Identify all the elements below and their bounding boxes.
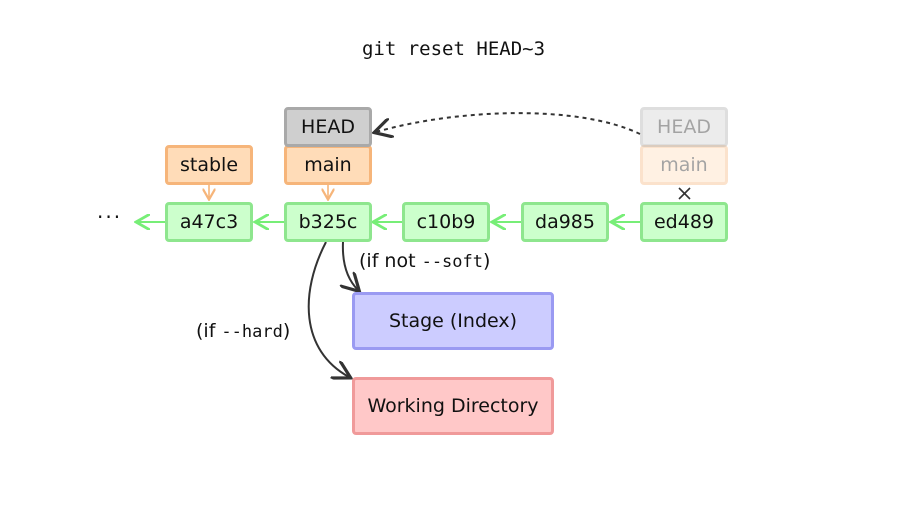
head-move-arrow bbox=[376, 112, 641, 134]
detached-cross-icon bbox=[678, 187, 691, 200]
to-working-dir-arrow bbox=[307, 241, 349, 377]
branch-main: main bbox=[284, 145, 372, 185]
earlier-commits-ellipsis: ··· bbox=[97, 205, 123, 229]
branch-main-previous: main bbox=[640, 145, 728, 185]
commit-da985: da985 bbox=[521, 202, 609, 242]
head-ref-previous: HEAD bbox=[640, 107, 728, 147]
working-directory-box: Working Directory bbox=[352, 377, 554, 435]
to-stage-arrow bbox=[343, 241, 358, 290]
commit-ed489: ed489 bbox=[640, 202, 728, 242]
if-not-soft-label: (if not --soft) bbox=[359, 250, 491, 272]
branch-stable: stable bbox=[165, 145, 253, 185]
diagram-title: git reset HEAD~3 bbox=[361, 38, 546, 60]
commit-b325c: b325c bbox=[284, 202, 372, 242]
if-hard-label: (if --hard) bbox=[196, 320, 291, 342]
stage-index-box: Stage (Index) bbox=[352, 292, 554, 350]
head-ref: HEAD bbox=[284, 107, 372, 147]
commit-a47c3: a47c3 bbox=[165, 202, 253, 242]
commit-c10b9: c10b9 bbox=[402, 202, 490, 242]
